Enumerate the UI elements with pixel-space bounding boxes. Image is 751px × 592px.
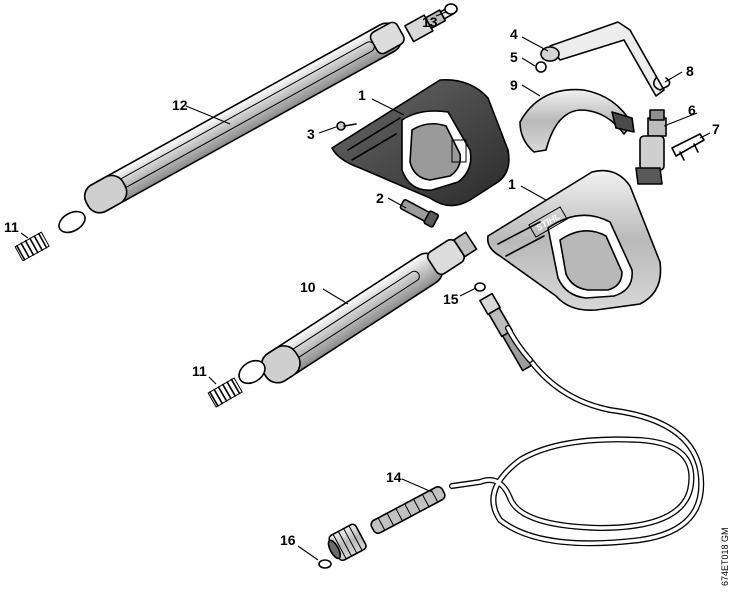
callout-9: 9	[510, 77, 518, 93]
part-16-o-ring	[318, 559, 332, 569]
callout-2: 2	[376, 190, 384, 206]
callout-8: 8	[686, 63, 694, 79]
callout-1-lower: 1	[508, 176, 516, 192]
part-13-o-ring	[444, 3, 458, 15]
part-1-handle-shell-right: STIHL	[486, 169, 662, 312]
callout-10: 10	[300, 279, 316, 295]
callout-6: 6	[688, 102, 696, 118]
part-14-hose	[327, 292, 705, 562]
part-10-short-lance	[238, 231, 478, 385]
stihl-logo-plate	[528, 206, 568, 238]
leader-lines	[20, 11, 711, 561]
callout-16: 16	[280, 532, 296, 548]
part-1-handle-shell-left	[331, 79, 510, 207]
callout-labels: 1 1 2 3 4 5 6 7 8 9 10 11 11 12 13 14 15…	[4, 14, 720, 548]
part-4-trigger-lever	[540, 21, 665, 97]
part-11-spring-lower	[207, 377, 243, 408]
part-9-trigger-cover	[519, 88, 635, 153]
part-6-valve	[635, 109, 667, 185]
callout-13: 13	[422, 14, 438, 30]
callout-7: 7	[712, 121, 720, 137]
callout-11-lower: 11	[192, 363, 207, 379]
part-3-screw	[336, 121, 357, 131]
part-7-bracket	[671, 133, 705, 161]
part-8-wire-clip	[652, 77, 671, 91]
callout-5: 5	[510, 49, 518, 65]
part-2-clip	[399, 199, 440, 228]
callout-14: 14	[386, 469, 402, 485]
part-5-ring	[535, 61, 547, 73]
part-15-o-ring	[474, 282, 486, 292]
drawing-code: 674ET018 GM	[720, 527, 730, 586]
callout-3: 3	[307, 126, 315, 142]
callout-15: 15	[443, 291, 459, 307]
part-11-spring-upper	[14, 231, 50, 262]
callout-4: 4	[510, 26, 518, 42]
callout-12: 12	[172, 97, 188, 113]
callout-1-upper: 1	[358, 87, 366, 103]
callout-11-upper: 11	[4, 219, 19, 235]
